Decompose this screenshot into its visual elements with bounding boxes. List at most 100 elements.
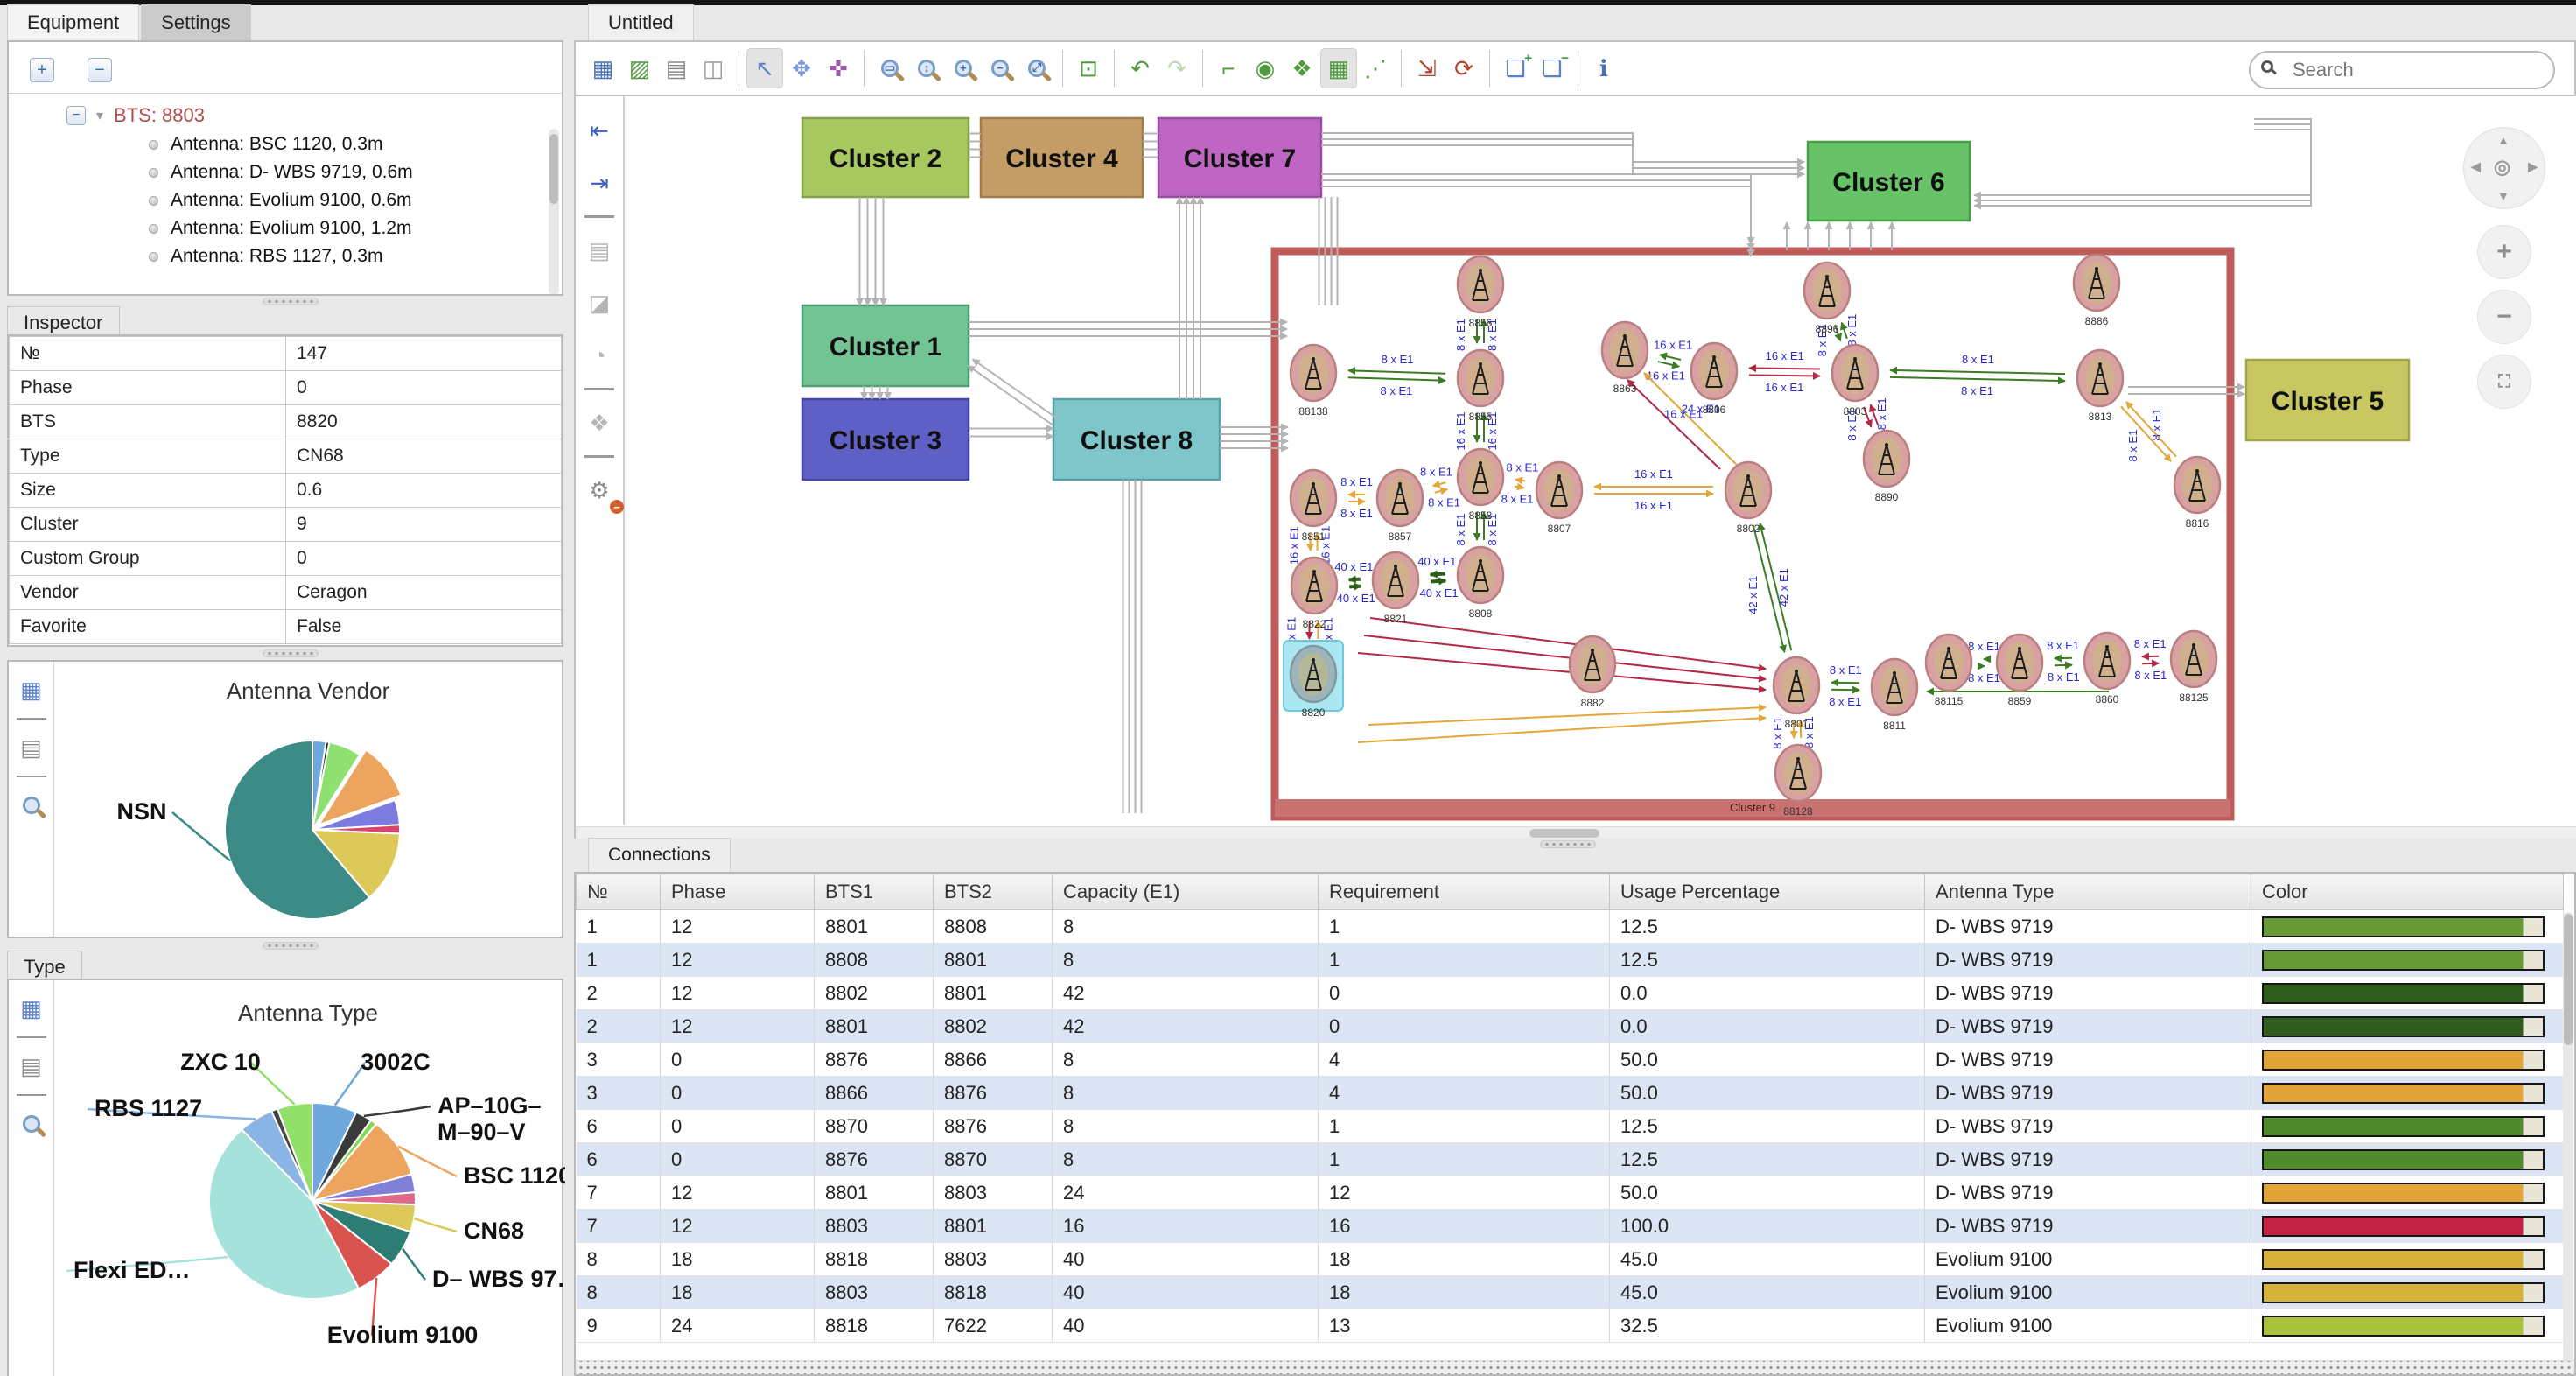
move-tool-button[interactable]: ✜: [820, 48, 857, 88]
table-row[interactable]: 30887688668450.0D- WBS 9719: [577, 1043, 2564, 1077]
cluster-box-c8[interactable]: Cluster 8: [1054, 399, 1220, 480]
bts-node-8890[interactable]: 8890: [1864, 431, 1909, 503]
print-chart-button[interactable]: ▤: [15, 732, 48, 763]
tree-collapse-all-button[interactable]: −: [88, 58, 112, 82]
export-chart-button[interactable]: ▦: [15, 674, 48, 706]
cluster-box-c3[interactable]: Cluster 3: [802, 399, 969, 480]
add-layer-button[interactable]: ❏+: [1497, 48, 1534, 88]
tab-untitled[interactable]: Untitled: [588, 4, 694, 40]
bts-node-8807[interactable]: 8807: [1536, 462, 1582, 535]
export-image-button[interactable]: ▦: [584, 48, 621, 88]
splitter-handle[interactable]: [262, 942, 318, 950]
bts-node-8802[interactable]: 8802: [1726, 462, 1771, 535]
zoom-fit-height-button[interactable]: ↕: [908, 48, 945, 88]
incremental-layout-button[interactable]: ⋰: [1357, 48, 1394, 88]
pan-left-icon[interactable]: ◀: [2471, 159, 2481, 174]
compress-layout-button[interactable]: ⇲: [1409, 48, 1446, 88]
export-diagram-button[interactable]: ▨: [621, 48, 658, 88]
bts-node-8859[interactable]: 8859: [1997, 635, 2042, 707]
zoom-in-control[interactable]: +: [2478, 226, 2530, 278]
diagram-canvas[interactable]: Cluster 2Cluster 4Cluster 7Cluster 1Clus…: [574, 96, 2576, 839]
pie-view-button[interactable]: ◔: [581, 335, 618, 376]
go-last-button[interactable]: ⇥: [581, 163, 618, 203]
pan-control[interactable]: ▲ ▼ ◀ ▶ ◎: [2464, 128, 2544, 208]
undo-button[interactable]: ↶: [1122, 48, 1158, 88]
pan-tool-button[interactable]: ✥: [783, 48, 820, 88]
property-value[interactable]: 0.6: [286, 474, 562, 508]
bts-node-8811[interactable]: 8811: [1872, 659, 1917, 732]
table-scrollbar[interactable]: [2563, 912, 2573, 1367]
table-row[interactable]: 60887688708112.5D- WBS 9719: [577, 1143, 2564, 1176]
bts-node-88115[interactable]: 88115: [1926, 635, 1971, 707]
bts-node-8858[interactable]: 8858: [1458, 449, 1503, 522]
canvas-hscrollbar[interactable]: [576, 826, 2576, 839]
orthogonal-layout-button[interactable]: ⌐: [1210, 48, 1247, 88]
pan-down-icon[interactable]: ▼: [2497, 189, 2510, 203]
tree-item[interactable]: Antenna: BSC 1120, 0.3m: [9, 130, 562, 158]
info-button[interactable]: ℹ: [1586, 48, 1622, 88]
cluster-box-c4[interactable]: Cluster 4: [981, 118, 1143, 197]
go-first-button[interactable]: ⇤: [581, 110, 618, 151]
bts-node-8863[interactable]: 8863: [1602, 322, 1648, 395]
column-header[interactable]: Color: [2251, 874, 2564, 910]
pan-right-icon[interactable]: ▶: [2528, 159, 2538, 174]
chart-view-button[interactable]: ◪: [581, 283, 618, 323]
zoom-extent-button[interactable]: ⤢: [1018, 48, 1055, 88]
zoom-out-button[interactable]: −: [982, 48, 1018, 88]
table-row[interactable]: 712880388011616100.0D- WBS 9719: [577, 1210, 2564, 1243]
remove-layer-button[interactable]: ❏−: [1534, 48, 1571, 88]
column-header[interactable]: BTS1: [815, 874, 934, 910]
table-row[interactable]: 81888188803401845.0Evolium 9100: [577, 1243, 2564, 1276]
bts-node-8886[interactable]: 8886: [2074, 255, 2119, 327]
rotate-layout-button[interactable]: ⟳: [1446, 48, 1482, 88]
tree-scrollbar[interactable]: [549, 129, 559, 294]
property-value[interactable]: 8820: [286, 405, 562, 439]
bts-node-8856[interactable]: 8856: [1458, 256, 1503, 329]
tab-connections[interactable]: Connections: [588, 838, 731, 872]
tab-settings[interactable]: Settings: [141, 4, 251, 40]
column-header[interactable]: BTS2: [934, 874, 1053, 910]
tree-root-label[interactable]: BTS: 8803: [114, 104, 205, 127]
zoom-region-button[interactable]: ▭: [872, 48, 908, 88]
zoom-out-control[interactable]: −: [2478, 291, 2530, 343]
splitter-handle[interactable]: [262, 649, 318, 657]
table-row[interactable]: 30886688768450.0D- WBS 9719: [577, 1077, 2564, 1110]
grid-layout-button[interactable]: ▦: [1320, 48, 1357, 88]
network-diagram[interactable]: Cluster 2Cluster 4Cluster 7Cluster 1Clus…: [576, 96, 2576, 825]
tree-expand-all-button[interactable]: +: [30, 58, 54, 82]
type-pie-chart[interactable]: 3002CAP–10G–M–90–VBSC 1120CN68D– WBS 97……: [54, 980, 565, 1376]
symmetric-layout-button[interactable]: ❖: [1284, 48, 1320, 88]
settings-gear-button[interactable]: ⚙−: [581, 470, 618, 510]
column-header[interactable]: Phase: [661, 874, 815, 910]
table-row[interactable]: 81888038818401845.0Evolium 9100: [577, 1276, 2564, 1309]
table-row[interactable]: 112880188088112.5D- WBS 9719: [577, 910, 2564, 944]
export-chart-button[interactable]: ▦: [15, 993, 48, 1024]
table-row[interactable]: 212880288014200.0D- WBS 9719: [577, 977, 2564, 1010]
property-value[interactable]: 0: [286, 542, 562, 576]
column-header[interactable]: Capacity (E1): [1053, 874, 1319, 910]
zoom-chart-button[interactable]: [15, 1108, 48, 1140]
column-header[interactable]: Antenna Type: [1925, 874, 2251, 910]
bts-node-88125[interactable]: 88125: [2171, 631, 2216, 704]
fit-view-control[interactable]: ⛶: [2478, 355, 2530, 408]
tab-equipment[interactable]: Equipment: [7, 4, 139, 40]
pointer-tool-button[interactable]: ↖: [746, 48, 783, 88]
tree-item[interactable]: Antenna: D- WBS 9719, 0.6m: [9, 158, 562, 186]
table-hscrollbar[interactable]: [576, 1360, 2574, 1374]
circular-layout-button[interactable]: ◉: [1247, 48, 1284, 88]
cluster-box-c2[interactable]: Cluster 2: [802, 118, 969, 197]
column-header[interactable]: Usage Percentage: [1610, 874, 1925, 910]
cluster-box-c6[interactable]: Cluster 6: [1808, 142, 1970, 221]
bts-node-8860[interactable]: 8860: [2084, 633, 2130, 706]
zoom-in-button[interactable]: +: [945, 48, 982, 88]
bts-node-8882[interactable]: 8882: [1570, 636, 1615, 709]
tree-item[interactable]: Antenna: RBS 1127, 0.3m: [9, 242, 562, 270]
property-value[interactable]: 147: [286, 337, 562, 371]
bts-node-8857[interactable]: 8857: [1377, 470, 1423, 543]
column-header[interactable]: Requirement: [1319, 874, 1610, 910]
pan-up-icon[interactable]: ▲: [2497, 133, 2510, 147]
bts-node-8820[interactable]: 8820: [1284, 641, 1343, 719]
diagram-view-button[interactable]: ❖: [581, 403, 618, 443]
property-value[interactable]: 9: [286, 508, 562, 542]
tree-item[interactable]: Antenna: Evolium 9100, 0.6m: [9, 186, 562, 214]
